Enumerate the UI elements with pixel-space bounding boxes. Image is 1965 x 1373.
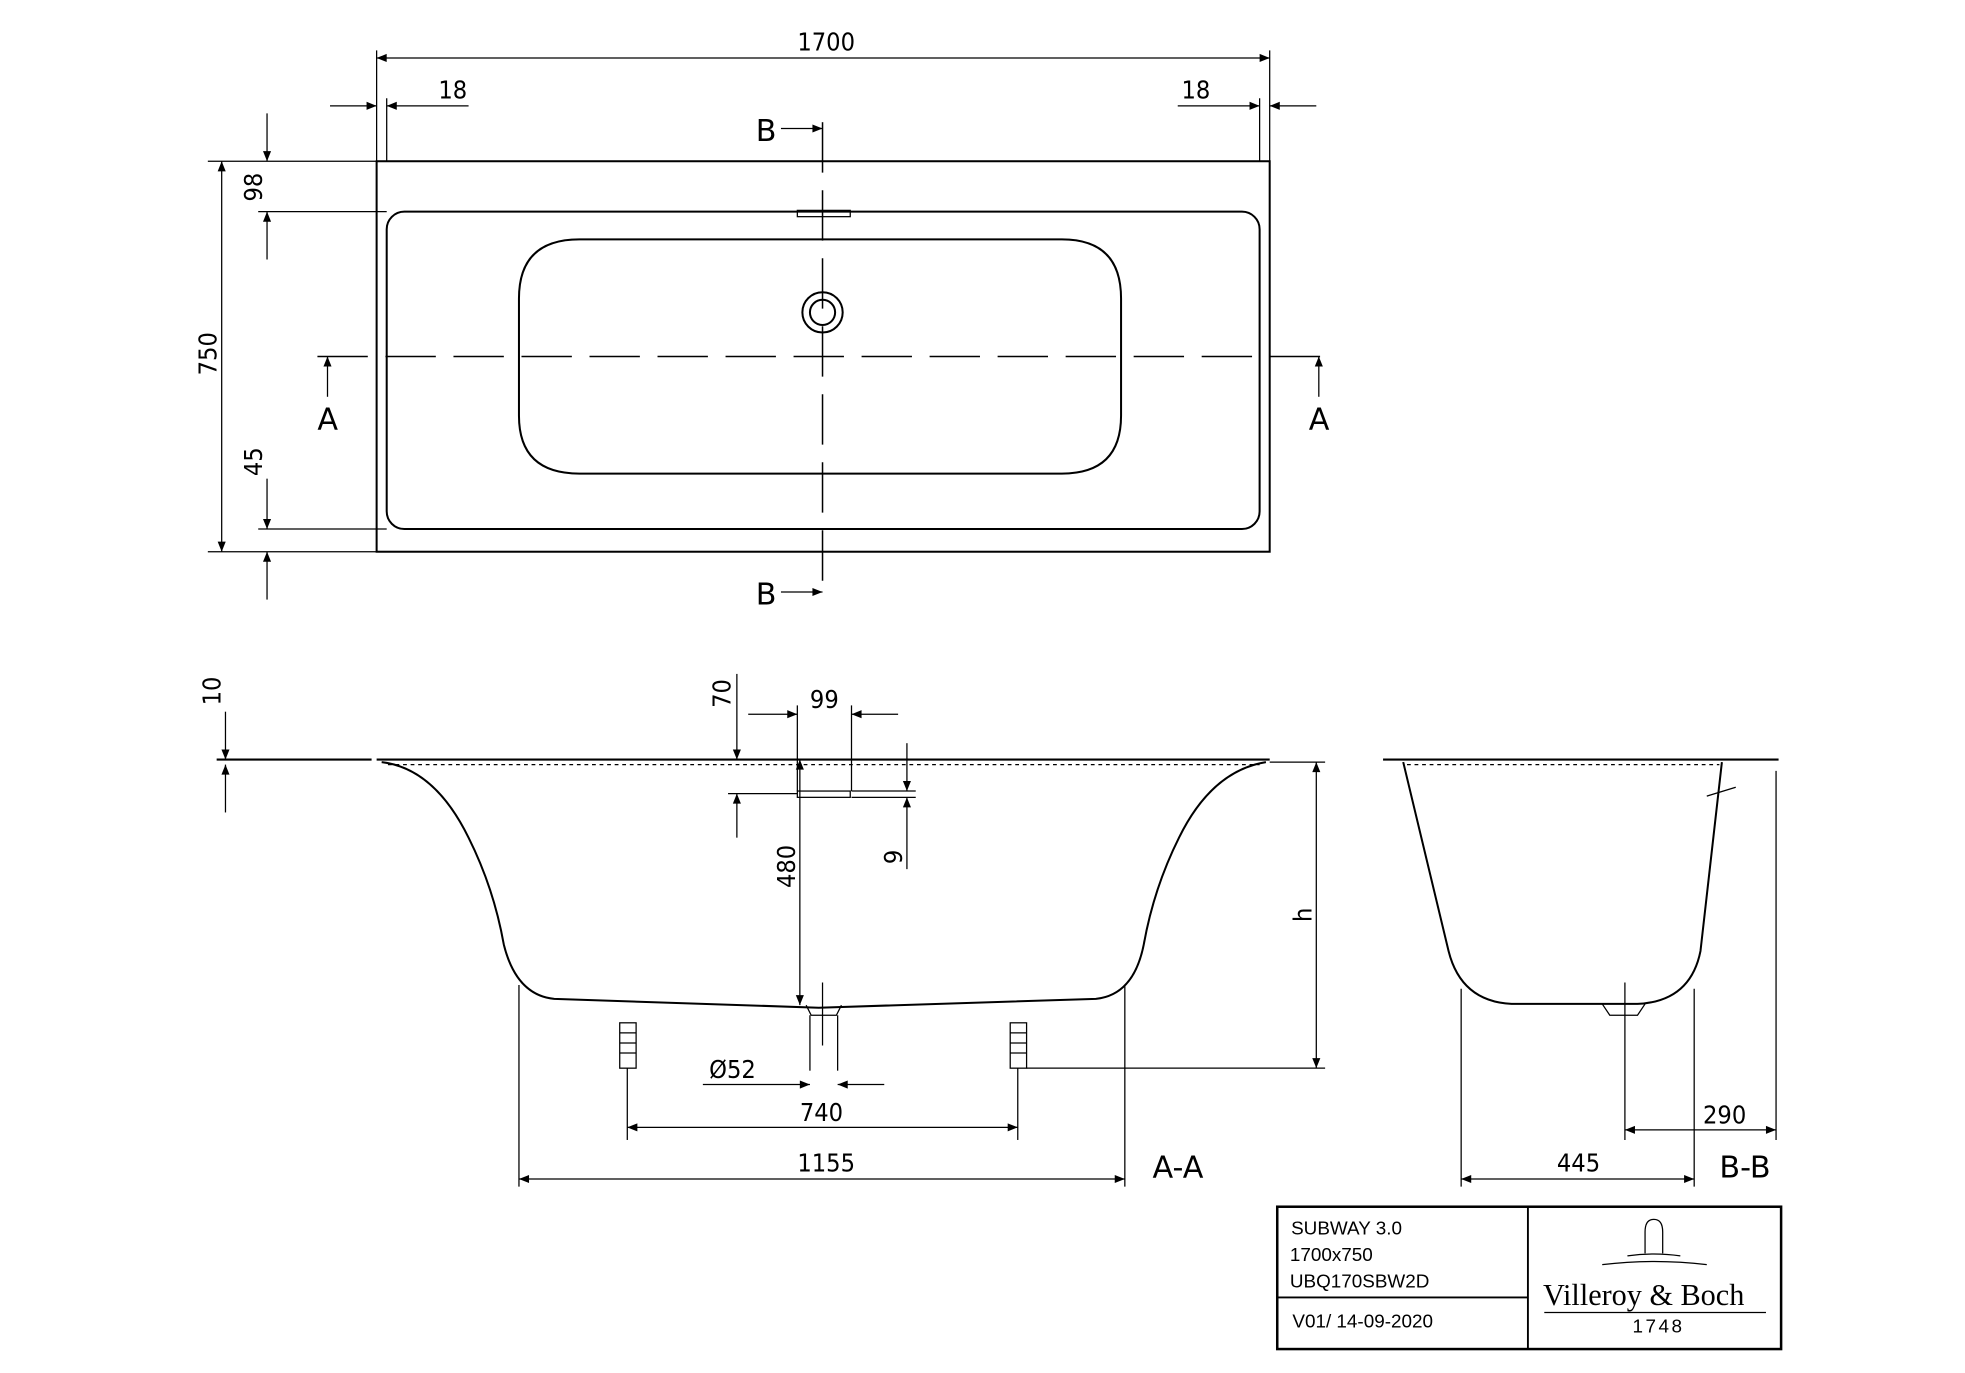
basin-outline: [517, 238, 1123, 475]
section-b-top-label: B: [756, 114, 777, 149]
version-date: V01/ 14-09-2020: [1292, 1312, 1433, 1333]
dim-overflow-offset: 70: [708, 679, 737, 708]
section-b-b-label: B-B: [1719, 1151, 1770, 1186]
dim-width: 750: [194, 332, 223, 375]
section-b-bottom-label: B: [756, 578, 777, 613]
dim-overflow-width: 99: [810, 685, 839, 714]
dim-drain-offset: 290: [1703, 1101, 1746, 1130]
dim-rim-thickness: 10: [197, 677, 226, 706]
title-block: SUBWAY 3.0 1700x750 UBQ170SBW2D V01/ 14-…: [1275, 1205, 1783, 1351]
section-a-a-label: A-A: [1153, 1151, 1204, 1186]
dim-feet-spacing: 740: [800, 1098, 843, 1127]
dim-front-rim: 45: [239, 447, 268, 476]
brand-logo: Villeroy & Boch 1748: [1543, 1218, 1766, 1338]
product-size: 1700x750: [1290, 1245, 1373, 1266]
section-a-a: 10 70 99 9 480 h Ø52 740: [197, 673, 1326, 1187]
dim-bottom-width: 445: [1557, 1148, 1600, 1177]
brand-year: 1748: [1632, 1317, 1684, 1338]
dim-length: 1700: [797, 27, 855, 56]
dim-drain: Ø52: [709, 1055, 756, 1084]
foot-right: [1009, 1022, 1028, 1069]
section-a-right-label: A: [1309, 403, 1330, 438]
dim-right-rim: 18: [1182, 75, 1211, 104]
dim-depth: 480: [772, 845, 801, 888]
top-view: B B A A 1700 18 18 750 98 45: [194, 27, 1330, 612]
dim-back-rim: 98: [239, 173, 268, 202]
faucet-icon: [1644, 1218, 1664, 1254]
bath-profile: [381, 761, 1267, 1009]
dim-left-rim: 18: [438, 75, 467, 104]
section-b-b: 445 290 B-B: [1383, 758, 1779, 1187]
dim-overflow-height: 9: [879, 850, 908, 864]
overflow: [796, 209, 851, 218]
brand-name: Villeroy & Boch: [1543, 1278, 1744, 1312]
dim-bottom-length: 1155: [797, 1148, 855, 1177]
dim-height: h: [1288, 908, 1317, 922]
foot-left: [619, 1022, 637, 1069]
product-name: SUBWAY 3.0: [1291, 1218, 1402, 1239]
bath-cross-profile: [1402, 761, 1723, 1005]
section-a-left-label: A: [317, 403, 338, 438]
article-number: UBQ170SBW2D: [1290, 1271, 1430, 1292]
